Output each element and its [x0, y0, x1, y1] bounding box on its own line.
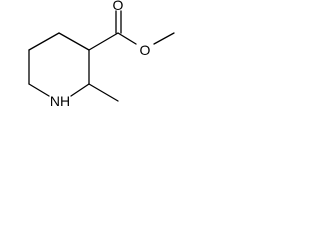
ring-nitrogen-label: NH: [50, 93, 70, 109]
bond-ring-c4-c5: [28, 32, 60, 51]
bond-c2-methyl: [88, 83, 119, 102]
structure-canvas: O O NH: [0, 0, 182, 148]
molecule-structure: O O NH: [28, 0, 175, 109]
ester-oxygen-label: O: [140, 42, 151, 58]
bond-ring-c3-c4: [58, 32, 90, 51]
bond-ester-oxygen-methyl: [153, 32, 175, 45]
carbonyl-oxygen-label: O: [113, 0, 124, 13]
bond-c3-carbonyl-carbon: [88, 32, 119, 51]
bond-ring-c6-n: [28, 83, 50, 97]
bond-carbon-ester-oxygen: [117, 32, 137, 45]
bond-ring-n-c2: [70, 83, 90, 97]
